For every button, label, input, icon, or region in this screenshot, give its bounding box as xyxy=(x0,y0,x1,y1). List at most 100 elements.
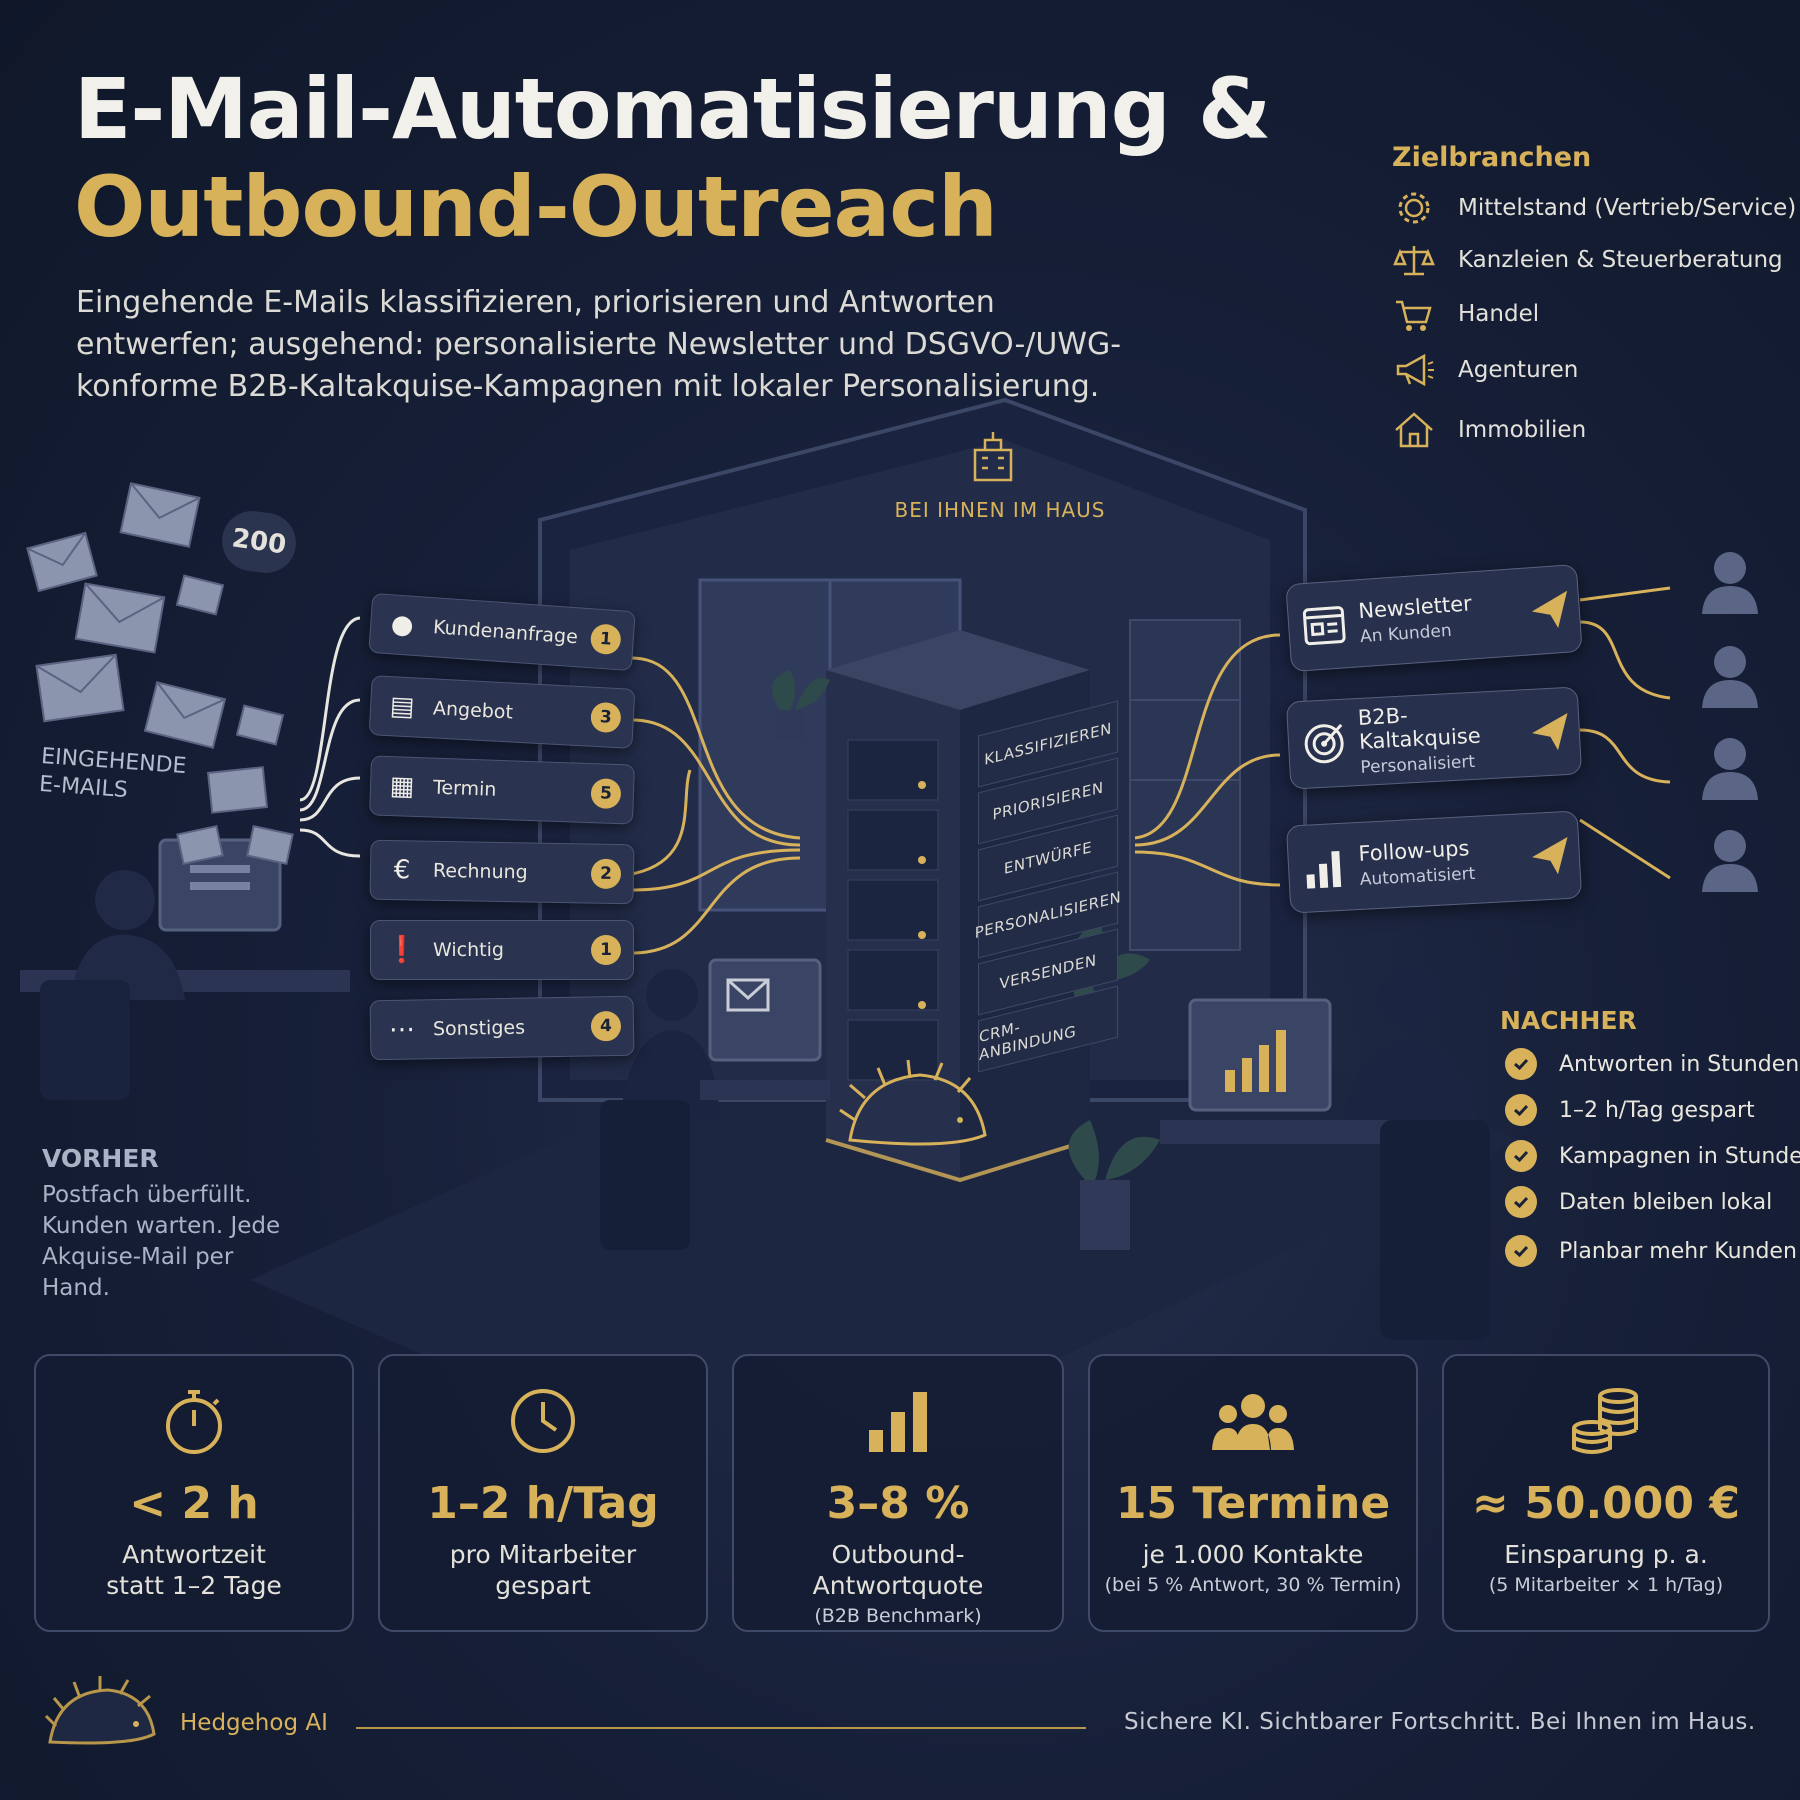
stat-value: ≈ 50.000 € xyxy=(1472,1478,1740,1529)
check-icon xyxy=(1505,1186,1537,1218)
person-icon xyxy=(1702,552,1758,614)
building-icon xyxy=(973,432,1013,482)
calendar-icon: ▦ xyxy=(389,771,415,802)
nachher-item: 1–2 h/Tag gespart xyxy=(1505,1093,1755,1127)
group-icon xyxy=(1212,1394,1294,1450)
nachher-label: Planbar mehr Kunden xyxy=(1559,1238,1797,1264)
nachher-item: Antworten in Stunden xyxy=(1505,1047,1799,1081)
send-icon xyxy=(1522,834,1580,877)
stat-card-einsparung: ≈ 50.000 € Einsparung p. a. (5 Mitarbeit… xyxy=(1442,1354,1770,1632)
nachher-label: 1–2 h/Tag gespart xyxy=(1559,1097,1755,1123)
document-icon: ▤ xyxy=(389,691,416,723)
category-label: Sonstiges xyxy=(432,1016,526,1041)
category-label: Angebot xyxy=(432,697,514,724)
nachher-label: Kampagnen in Stunden xyxy=(1559,1143,1800,1169)
send-icon xyxy=(1521,588,1580,632)
nachher-label: Antworten in Stunden xyxy=(1559,1051,1800,1077)
footer-tagline: Sichere KI. Sichtbarer Fortschritt. Bei … xyxy=(1124,1709,1756,1735)
cart-icon xyxy=(1396,300,1432,331)
euro-icon: € xyxy=(393,855,411,886)
nachher-item: Daten bleiben lokal xyxy=(1505,1185,1772,1219)
stat-note: (5 Mitarbeiter × 1 h/Tag) xyxy=(1488,1574,1724,1596)
person-icon xyxy=(1702,646,1758,708)
outbound-title: Follow-ups xyxy=(1357,836,1470,866)
category-rechnung[interactable]: € Rechnung 2 xyxy=(369,839,635,905)
brand-name: Hedgehog AI xyxy=(180,1710,328,1736)
target-icon xyxy=(1288,720,1360,768)
send-icon xyxy=(1522,710,1580,753)
category-count: 1 xyxy=(589,623,622,656)
zielbranche-label: Handel xyxy=(1458,301,1540,327)
more-icon: ⋯ xyxy=(388,1014,416,1045)
stopwatch-icon xyxy=(166,1390,222,1454)
category-count: 3 xyxy=(590,701,622,734)
stat-value: 15 Termine xyxy=(1115,1478,1391,1529)
category-label: Kundenanfrage xyxy=(432,616,579,649)
vorher-title: VORHER xyxy=(42,1144,159,1173)
stat-desc-line: Antwortquote xyxy=(812,1571,984,1600)
in-house-label: BEI IHNEN IM HAUS xyxy=(894,498,1106,522)
check-icon xyxy=(1505,1235,1537,1267)
check-icon xyxy=(1505,1140,1537,1172)
nachher-item: Kampagnen in Stunden xyxy=(1505,1139,1800,1173)
check-icon xyxy=(1505,1094,1537,1126)
envelope-icon xyxy=(143,681,227,749)
category-count: 2 xyxy=(590,858,622,890)
envelope-icon xyxy=(175,574,225,616)
megaphone-icon xyxy=(1396,353,1434,387)
person-desk-left xyxy=(20,838,350,1100)
envelope-icon xyxy=(176,824,224,866)
page-subtitle: Eingehende E-Mails klassifizieren, prior… xyxy=(76,285,1122,404)
category-count: 4 xyxy=(590,1010,622,1042)
step-label: VERSENDEN xyxy=(999,950,1097,994)
alert-icon: ❗ xyxy=(385,935,419,965)
zielbranchen-title: Zielbranchen xyxy=(1392,142,1592,173)
page-title-line2: Outbound-Outreach xyxy=(74,158,998,256)
stat-value: < 2 h xyxy=(129,1478,259,1529)
page-title-line1: E-Mail-Automatisierung & xyxy=(74,60,1271,158)
outbound-subtitle: Personalisiert xyxy=(1359,751,1476,778)
category-label: Termin xyxy=(432,776,497,801)
category-wichtig[interactable]: ❗ Wichtig 1 xyxy=(370,920,634,980)
nachher-label: Daten bleiben lokal xyxy=(1559,1189,1773,1215)
zielbranche-label: Agenturen xyxy=(1458,357,1579,383)
stat-desc-line: Antwortzeit xyxy=(122,1540,266,1569)
nachher-title: NACHHER xyxy=(1500,1006,1637,1035)
stat-note: (bei 5 % Antwort, 30 % Termin) xyxy=(1104,1574,1402,1596)
zielbranche-item: Handel xyxy=(1392,294,1539,334)
house-icon xyxy=(1395,412,1433,448)
stat-desc: Einsparung p. a. xyxy=(1504,1540,1708,1569)
in-house-illustration xyxy=(20,397,1520,1360)
step-label: PRIORISIEREN xyxy=(992,778,1104,824)
person-desk-right xyxy=(1160,966,1490,1340)
check-icon xyxy=(1505,1048,1537,1080)
user-icon: ● xyxy=(389,609,415,641)
envelope-icon xyxy=(206,766,269,814)
envelope-icon xyxy=(35,653,125,723)
zielbranche-item: Immobilien xyxy=(1392,410,1586,450)
zielbranche-label: Kanzleien & Steuerberatung xyxy=(1458,247,1783,273)
zielbranche-item: Kanzleien & Steuerberatung xyxy=(1392,240,1783,280)
envelope-icon xyxy=(246,824,294,866)
stat-value: 1–2 h/Tag xyxy=(427,1478,659,1529)
bar-chart-icon xyxy=(1288,844,1360,892)
vorher-text: Postfach überfüllt. Kunden warten. Jede … xyxy=(42,1182,281,1301)
category-sonstiges[interactable]: ⋯ Sonstiges 4 xyxy=(369,995,635,1061)
stat-desc-line: Outbound- xyxy=(831,1540,965,1569)
category-count: 5 xyxy=(590,778,622,810)
person-icon xyxy=(1702,738,1758,800)
category-termin[interactable]: ▦ Termin 5 xyxy=(369,755,635,825)
hedgehog-logo-icon xyxy=(44,1676,156,1745)
category-label: Rechnung xyxy=(432,859,528,884)
stat-card-termine: 15 Termine je 1.000 Kontakte (bei 5 % An… xyxy=(1088,1354,1418,1632)
zielbranche-label: Mittelstand (Vertrieb/Service) xyxy=(1458,195,1797,221)
outbound-title: B2B-Kaltakquise xyxy=(1357,703,1482,754)
envelope-icon xyxy=(235,704,285,746)
stat-desc: je 1.000 Kontakte xyxy=(1142,1540,1364,1569)
